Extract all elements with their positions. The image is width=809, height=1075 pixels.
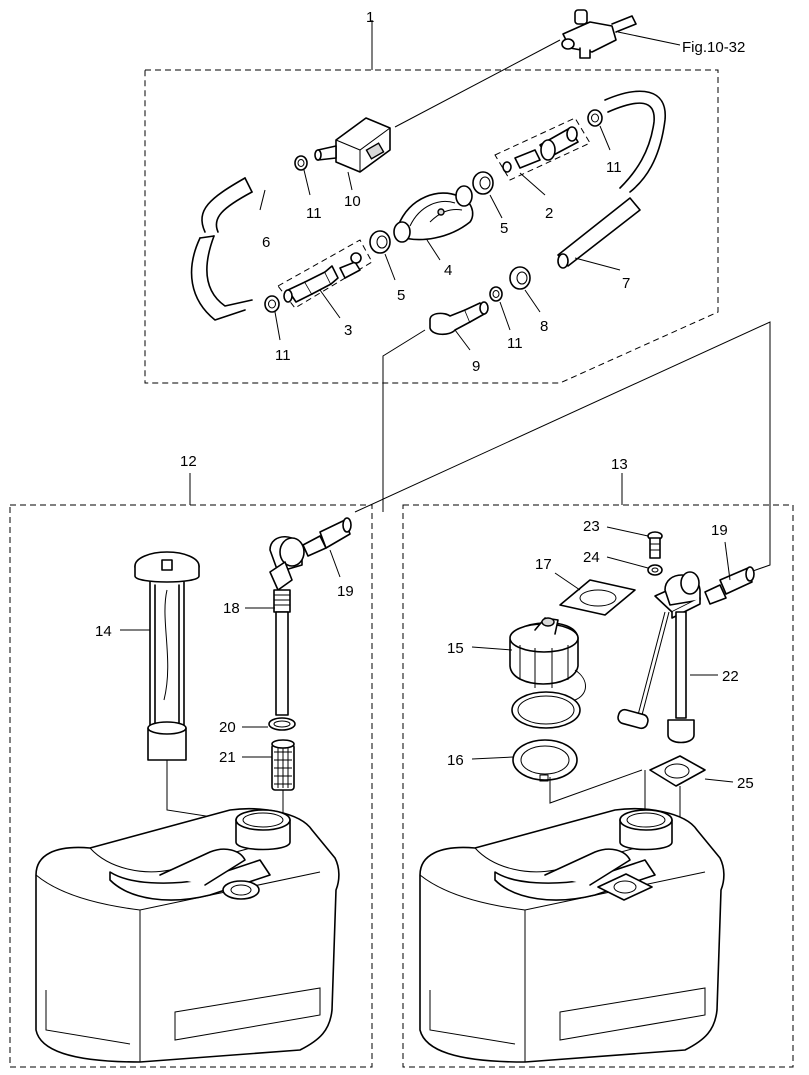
fuel-hose-6 <box>201 177 253 233</box>
label-5-a: 5 <box>397 287 405 304</box>
label-23: 23 <box>583 518 600 535</box>
label-25: 25 <box>737 775 754 792</box>
fitting-19-right <box>704 566 755 605</box>
label-10: 10 <box>344 193 361 210</box>
retaining-ring-16 <box>512 739 578 782</box>
label-21: 21 <box>219 749 236 766</box>
gasket-25 <box>649 755 706 787</box>
connection-line-9-to-19 <box>382 329 426 512</box>
label-13: 13 <box>611 456 628 473</box>
female-fitting-2 <box>502 126 579 173</box>
fuel-hose-7 <box>557 197 641 267</box>
label-20: 20 <box>219 719 236 736</box>
label-11-d: 11 <box>507 335 523 352</box>
o-ring-5-a <box>369 230 391 254</box>
washer-11-a <box>294 155 308 171</box>
label-3: 3 <box>344 322 352 339</box>
washer-11-c <box>264 295 280 313</box>
label-11-c: 11 <box>275 347 291 364</box>
label-8: 8 <box>540 318 548 335</box>
washer-24 <box>647 564 663 576</box>
label-14: 14 <box>95 623 112 640</box>
connector-block <box>314 117 391 173</box>
label-11-b: 11 <box>606 159 622 176</box>
fuel-sender-22 <box>617 571 701 744</box>
label-fig-10-32: Fig.10-32 <box>682 39 745 56</box>
label-22: 22 <box>722 668 739 685</box>
screw-23 <box>647 531 663 559</box>
o-ring-5-b <box>472 171 494 195</box>
male-fitting-3 <box>283 252 362 303</box>
label-4: 4 <box>444 262 452 279</box>
label-1: 1 <box>366 9 374 26</box>
label-18: 18 <box>223 600 240 617</box>
washer-11-d <box>489 286 503 302</box>
fitting-19-left <box>302 517 352 557</box>
label-11-a: 11 <box>306 205 322 222</box>
o-ring-20 <box>268 717 296 731</box>
label-17: 17 <box>535 556 552 573</box>
fuel-tank-13-boundary <box>402 504 794 1068</box>
fuel-tank-right <box>419 808 725 1063</box>
washer-11-b <box>587 109 603 127</box>
tank-connector-9 <box>429 301 489 336</box>
label-15: 15 <box>447 640 464 657</box>
label-19-a: 19 <box>711 522 728 539</box>
fuel-tank-left <box>35 808 340 1063</box>
label-6: 6 <box>262 234 270 251</box>
cap-gasket <box>511 691 581 729</box>
fuel-hose-assembly-boundary <box>144 69 719 384</box>
label-24: 24 <box>583 549 600 566</box>
label-19-b: 19 <box>337 583 354 600</box>
filler-cap-15 <box>509 617 586 701</box>
fuel-joint-top <box>394 9 681 128</box>
fuel-filter-21 <box>271 739 295 791</box>
connection-line-19-to-19 <box>354 321 771 573</box>
label-9: 9 <box>472 358 480 375</box>
label-12: 12 <box>180 453 197 470</box>
instruction-card-17 <box>559 579 636 616</box>
fuel-hose-right <box>604 90 666 193</box>
fuel-gauge-14 <box>134 551 200 761</box>
primer-bulb <box>393 185 474 243</box>
fitting-group-3 <box>277 239 373 309</box>
fuel-tank-12-boundary <box>9 504 373 1068</box>
label-5-b: 5 <box>500 220 508 237</box>
suction-pipe-18 <box>269 536 305 716</box>
label-16: 16 <box>447 752 464 769</box>
o-ring-8 <box>509 266 531 290</box>
label-7: 7 <box>622 275 630 292</box>
label-2: 2 <box>545 205 553 222</box>
